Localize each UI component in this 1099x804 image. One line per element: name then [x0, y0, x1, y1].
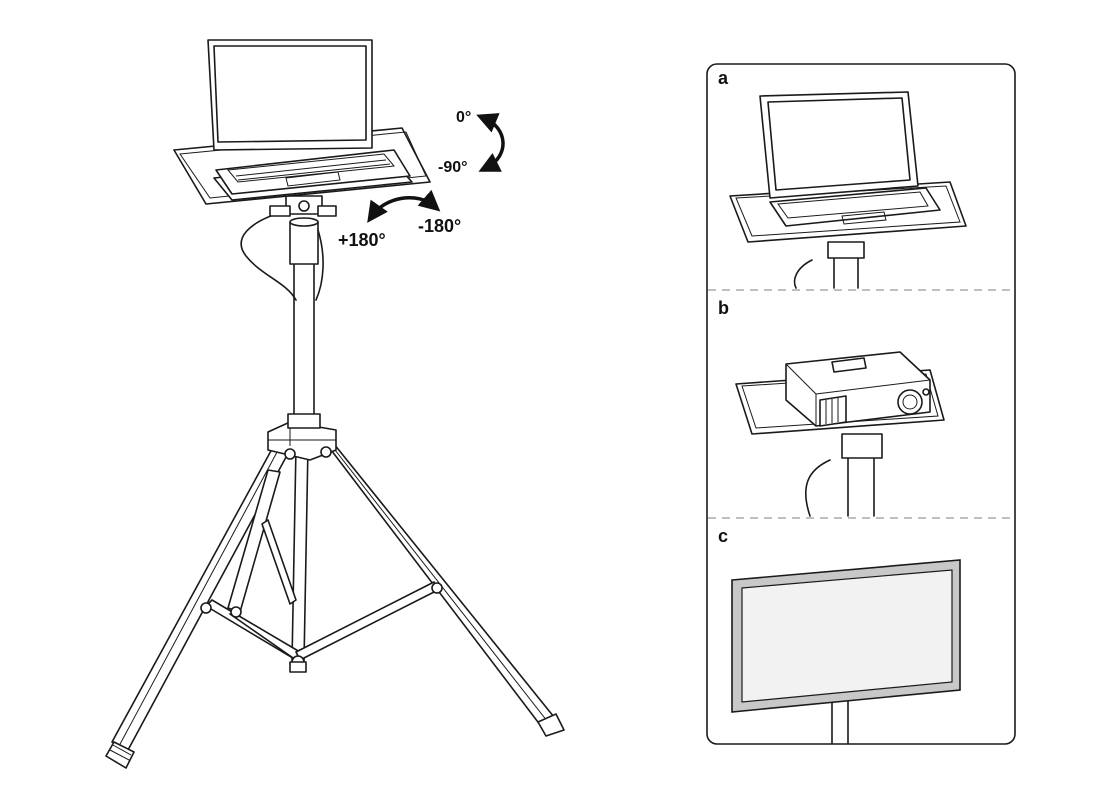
- center-column: [287, 217, 321, 429]
- tripod-foot-middle: [289, 661, 307, 673]
- panel-a-laptop-setup: [729, 91, 967, 289]
- tripod-hub: [267, 421, 337, 461]
- tilt-label-top: 0°: [456, 109, 471, 126]
- cable: [240, 211, 324, 301]
- pan-label-left: +180°: [338, 230, 386, 250]
- panel-c-display-setup: [731, 559, 961, 745]
- panel-label-c: c: [718, 526, 728, 546]
- tripod-leg-back: [227, 469, 297, 613]
- tilt-head: [269, 195, 337, 217]
- tilt-label-bottom: -90°: [438, 159, 468, 176]
- variant-panel: a b c: [706, 63, 1016, 745]
- tripod-foot-right: [537, 713, 565, 737]
- pan-label-right: -180°: [418, 216, 461, 236]
- tripod-foot-left: [105, 741, 135, 769]
- main-tripod: 0° -90° +180° -180°: [105, 39, 565, 769]
- panel-label-a: a: [718, 68, 729, 88]
- tripod-leg-middle: [291, 445, 309, 663]
- panel-label-b: b: [718, 298, 729, 318]
- tilt-arrow: [476, 113, 505, 172]
- pan-arrow: [367, 189, 441, 223]
- panel-b-projector-setup: [735, 351, 945, 517]
- laptop: [207, 39, 413, 201]
- tripod-brace: [205, 581, 439, 661]
